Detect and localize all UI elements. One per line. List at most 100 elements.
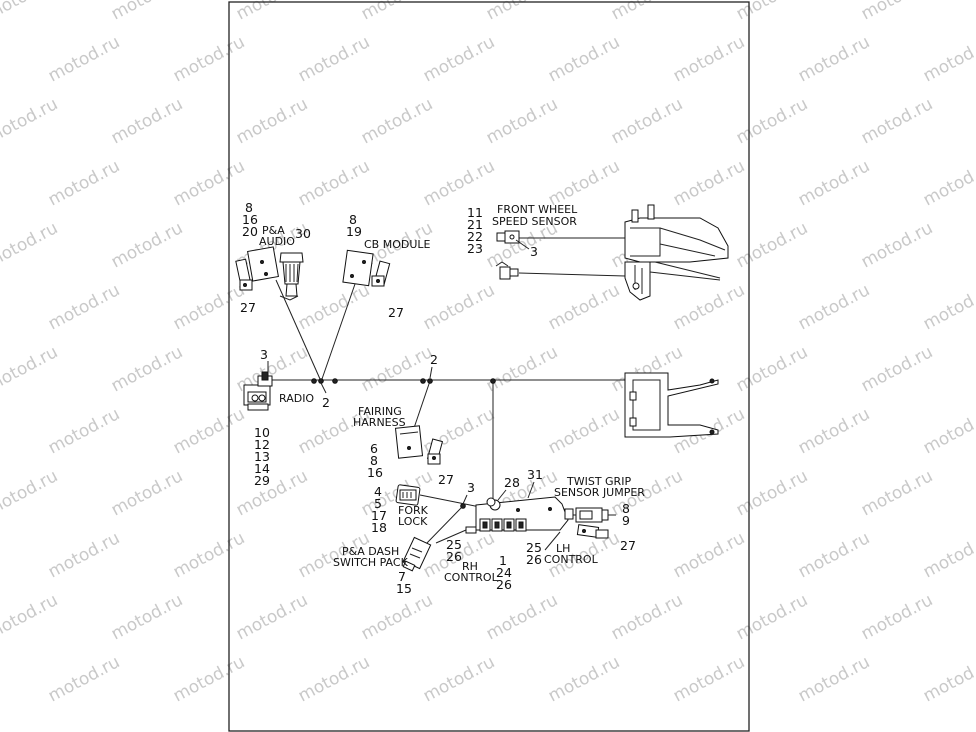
callout-twist-9: 9 bbox=[622, 513, 630, 528]
watermark-text: motod.ru bbox=[108, 0, 186, 24]
watermark-text: motod.ru bbox=[733, 0, 811, 24]
callout-fork-4: 4 bbox=[374, 484, 382, 499]
watermark-text: motod.ru bbox=[420, 280, 498, 334]
twist-27-terminal bbox=[576, 524, 609, 539]
watermark-layer: motod.ru motod.ru motod.ru motod.ru motod.ru… bbox=[0, 0, 976, 706]
watermark-text: motod.ru bbox=[858, 218, 936, 272]
watermark-text: motod.ru bbox=[670, 528, 748, 582]
callout-cb-1: 8 bbox=[349, 212, 357, 227]
watermark-text: motod.ru bbox=[858, 342, 936, 396]
fork-lock-label-2: LOCK bbox=[398, 515, 428, 528]
lh-control-label-1: LH bbox=[556, 542, 570, 555]
watermark-text: motod.ru bbox=[920, 156, 976, 210]
callout-rh-25: 25 bbox=[446, 537, 462, 552]
callout-fws-3b: 3 bbox=[530, 244, 538, 259]
watermark-text: motod.ru bbox=[545, 652, 623, 706]
callout-radio-14: 14 bbox=[254, 461, 270, 476]
fairing-harness-connector bbox=[394, 425, 424, 459]
audio-30-connector bbox=[279, 252, 304, 301]
fairing-27-terminal bbox=[426, 438, 444, 465]
cb-module-connector bbox=[342, 249, 374, 287]
watermark-text: motod.ru bbox=[420, 156, 498, 210]
rh-control-label-2: CONTROL bbox=[444, 571, 499, 584]
watermark-text: motod.ru bbox=[108, 466, 186, 520]
callout-rh-26b: 26 bbox=[496, 577, 512, 592]
watermark-text: motod.ru bbox=[108, 94, 186, 148]
watermark-text: motod.ru bbox=[295, 652, 373, 706]
pa-audio-label-1: P&A bbox=[262, 224, 285, 237]
watermark-text: motod.ru bbox=[795, 652, 873, 706]
watermark-text: motod.ru bbox=[358, 0, 436, 24]
switch-board bbox=[465, 496, 574, 534]
watermark-text: motod.ru bbox=[108, 342, 186, 396]
watermark-text: motod.ru bbox=[358, 590, 436, 644]
watermark-text: motod.ru bbox=[45, 32, 123, 86]
callout-radio-13: 13 bbox=[254, 449, 270, 464]
watermark-text: motod.ru bbox=[45, 652, 123, 706]
watermark-text: motod.ru bbox=[108, 218, 186, 272]
watermark-text: motod.ru bbox=[483, 94, 561, 148]
pa-dash-switch-pack-connector bbox=[402, 536, 432, 572]
watermark-text: motod.ru bbox=[0, 218, 61, 272]
callout-audio-2: 16 bbox=[242, 212, 258, 227]
fork-bracket-lower bbox=[624, 372, 719, 438]
watermark-text: motod.ru bbox=[233, 0, 311, 24]
callout-mid-2: 2 bbox=[430, 352, 438, 367]
callout-28: 28 bbox=[504, 475, 520, 490]
callout-cb-27: 27 bbox=[388, 305, 404, 320]
watermark-text: motod.ru bbox=[0, 466, 61, 520]
callout-numbers: 11 21 22 23 3 8 16 20 30 27 8 19 27 3 2 … bbox=[240, 200, 636, 596]
watermark-text: motod.ru bbox=[45, 156, 123, 210]
watermark-text: motod.ru bbox=[920, 404, 976, 458]
callout-fairing-8: 8 bbox=[370, 453, 378, 468]
watermark-text: motod.ru bbox=[108, 590, 186, 644]
watermark-text: motod.ru bbox=[0, 94, 61, 148]
watermark-text: motod.ru bbox=[733, 466, 811, 520]
callout-fws-2: 21 bbox=[467, 217, 483, 232]
callout-audio-3: 20 bbox=[242, 224, 258, 239]
fairing-label-1: FAIRING bbox=[358, 405, 402, 418]
callout-radio-10: 10 bbox=[254, 425, 270, 440]
fairing-label-2: HARNESS bbox=[353, 416, 406, 429]
callout-fws-3: 22 bbox=[467, 229, 483, 244]
watermark-text: motod.ru bbox=[483, 590, 561, 644]
watermark-text: motod.ru bbox=[670, 652, 748, 706]
watermark-text: motod.ru bbox=[795, 404, 873, 458]
callout-twist-8: 8 bbox=[622, 501, 630, 516]
callout-fork-5: 5 bbox=[374, 496, 382, 511]
cb-module-label: CB MODULE bbox=[364, 238, 431, 251]
rh-control-label-1: RH bbox=[462, 560, 478, 573]
watermark-text: motod.ru bbox=[170, 280, 248, 334]
front-wheel-label-2: SPEED SENSOR bbox=[492, 215, 577, 228]
callout-fairing-27: 27 bbox=[438, 472, 454, 487]
page-frame bbox=[228, 1, 750, 732]
watermark-text: motod.ru bbox=[920, 32, 976, 86]
watermark-text: motod.ru bbox=[608, 0, 686, 24]
callout-audio-30: 30 bbox=[295, 226, 311, 241]
fork-lock-connector bbox=[395, 484, 421, 506]
watermark-text: motod.ru bbox=[795, 280, 873, 334]
watermark-text: motod.ru bbox=[483, 0, 561, 24]
text-labels: FRONT WHEEL SPEED SENSOR P&A AUDIO CB MO… bbox=[259, 203, 645, 584]
watermark-text: motod.ru bbox=[608, 94, 686, 148]
twist-grip-label-2: SENSOR JUMPER bbox=[554, 486, 645, 499]
watermark-text: motod.ru bbox=[358, 342, 436, 396]
watermark-text: motod.ru bbox=[670, 32, 748, 86]
watermark-text: motod.ru bbox=[858, 590, 936, 644]
fork-lock-label-1: FORK bbox=[398, 504, 429, 517]
watermark-text: motod.ru bbox=[170, 652, 248, 706]
callout-31: 31 bbox=[527, 467, 543, 482]
watermark-text: motod.ru bbox=[45, 528, 123, 582]
callout-twist-27: 27 bbox=[620, 538, 636, 553]
watermark-text: motod.ru bbox=[0, 0, 61, 24]
watermark-text: motod.ru bbox=[795, 528, 873, 582]
watermark-text: motod.ru bbox=[670, 156, 748, 210]
callout-radio-29: 29 bbox=[254, 473, 270, 488]
watermark-text: motod.ru bbox=[733, 218, 811, 272]
leader-lines bbox=[267, 239, 561, 551]
watermark-text: motod.ru bbox=[45, 280, 123, 334]
callout-fork-3: 3 bbox=[467, 480, 475, 495]
callout-audio-27: 27 bbox=[240, 300, 256, 315]
watermark-text: motod.ru bbox=[920, 528, 976, 582]
